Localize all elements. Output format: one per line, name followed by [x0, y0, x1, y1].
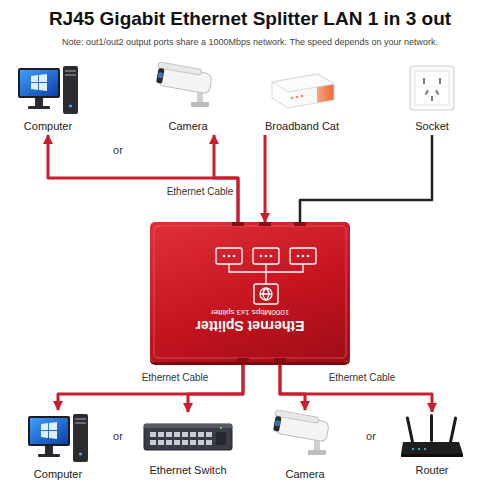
or-text: or	[111, 430, 125, 442]
ethernet-cable	[280, 362, 432, 412]
icon-holder	[27, 410, 89, 466]
icon-holder	[17, 62, 79, 118]
cable-label: Ethernet Cable	[327, 372, 398, 383]
modem-device: Broadband Cat	[257, 62, 347, 135]
ethernet-cable	[264, 135, 267, 222]
power-cable	[300, 135, 432, 222]
icon-holder	[404, 62, 460, 118]
camera-icon	[153, 62, 223, 118]
ethernet-cable	[188, 362, 243, 412]
power-socket: Socket	[397, 62, 467, 135]
camera-device: Camera	[148, 62, 228, 135]
icon-holder	[142, 412, 234, 462]
device-label: Camera	[285, 468, 324, 480]
camera-device: Camera	[265, 410, 345, 483]
computer-device: Computer	[8, 62, 88, 135]
title-text: RJ45 Gigabit Ethernet Splitter LAN 1 in …	[0, 8, 500, 30]
device-label: Ethernet Switch	[149, 464, 226, 476]
splitter-graphic	[150, 222, 350, 362]
computer-device: Computer	[18, 410, 98, 483]
device-label: Camera	[168, 120, 207, 132]
computer-icon	[27, 410, 89, 466]
router-icon	[399, 412, 465, 462]
device-label: Computer	[34, 468, 82, 480]
icon-holder	[153, 62, 223, 118]
icon-holder	[270, 410, 340, 466]
computer-icon	[17, 62, 79, 118]
splitter-box: Ethernet Splitter1000Mbps 1x3 splitter	[150, 222, 350, 362]
device-label: Computer	[24, 120, 72, 132]
icon-holder	[266, 62, 338, 118]
ethernet-cable	[58, 362, 243, 410]
ethernet-cable	[280, 362, 305, 410]
icon-holder	[399, 412, 465, 462]
cable-label: Ethernet Cable	[140, 372, 211, 383]
ethernet-cable	[214, 135, 238, 222]
or-text: or	[364, 430, 378, 442]
device-label: Socket	[415, 120, 449, 132]
switch-device: Ethernet Switch	[138, 412, 238, 479]
cable-label: Ethernet Cable	[165, 186, 236, 197]
device-label: Broadband Cat	[265, 120, 339, 132]
device-label: Router	[415, 464, 448, 476]
ethernet-cable	[48, 135, 238, 222]
camera-icon	[270, 410, 340, 466]
upside-down-print: Ethernet Splitter1000Mbps 1x3 splitter	[150, 308, 350, 334]
socket-icon	[404, 62, 460, 118]
product-name: Ethernet Splitter	[196, 318, 305, 334]
router-device: Router	[397, 412, 467, 479]
product-spec: 1000Mbps 1x3 splitter	[211, 308, 289, 317]
or-text: or	[111, 144, 125, 156]
modem-icon	[266, 62, 338, 118]
note-text: Note: out1/out2 output ports share a 100…	[60, 37, 440, 47]
switch-icon	[142, 412, 234, 462]
